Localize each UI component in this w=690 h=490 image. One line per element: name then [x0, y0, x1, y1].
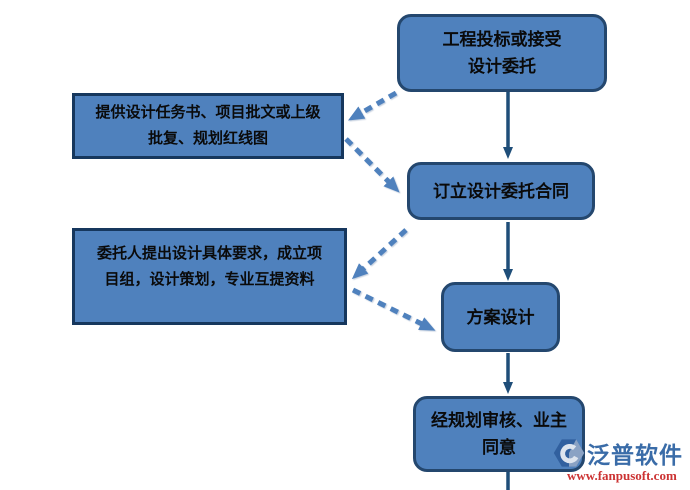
node-approve: 经规划审核、业主 同意 — [413, 396, 585, 472]
arrow-start-to-input1 — [347, 90, 398, 121]
node-line: 经规划审核、业主 — [431, 411, 567, 430]
node-input1: 提供设计任务书、项目批文或上级 批复、规划红线图 — [72, 93, 344, 159]
node-line: 订立设计委托合同 — [433, 181, 569, 201]
arrow-input1-to-contract — [344, 137, 400, 193]
node-line: 目组，设计策划，专业互提资料 — [104, 271, 315, 288]
node-line: 工程投标或接受 — [442, 30, 562, 49]
node-start: 工程投标或接受 设计委托 — [397, 14, 607, 92]
node-line: 委托人提出设计具体要求，成立项 — [96, 245, 322, 262]
node-scheme: 方案设计 — [441, 282, 560, 352]
node-line: 方案设计 — [466, 307, 535, 327]
arrow-input2-to-scheme — [351, 287, 436, 331]
node-line: 同意 — [482, 438, 516, 457]
dashed-side-arrows — [344, 90, 436, 331]
node-contract: 订立设计委托合同 — [407, 162, 595, 220]
watermark-url: www.fanpusoft.com — [567, 468, 677, 483]
node-line: 批复、规划红线图 — [147, 130, 268, 147]
node-line: 设计委托 — [468, 57, 536, 76]
node-input2: 委托人提出设计具体要求，成立项 目组，设计策划，专业互提资料 — [72, 228, 347, 325]
node-line: 提供设计任务书、项目批文或上级 — [95, 104, 321, 121]
arrow-contract-to-input2 — [351, 228, 408, 280]
watermark-brand: 泛普软件 — [587, 442, 683, 468]
watermark: 泛普软件 www.fanpusoft.com — [553, 436, 690, 484]
fanpu-logo-icon — [553, 439, 585, 467]
